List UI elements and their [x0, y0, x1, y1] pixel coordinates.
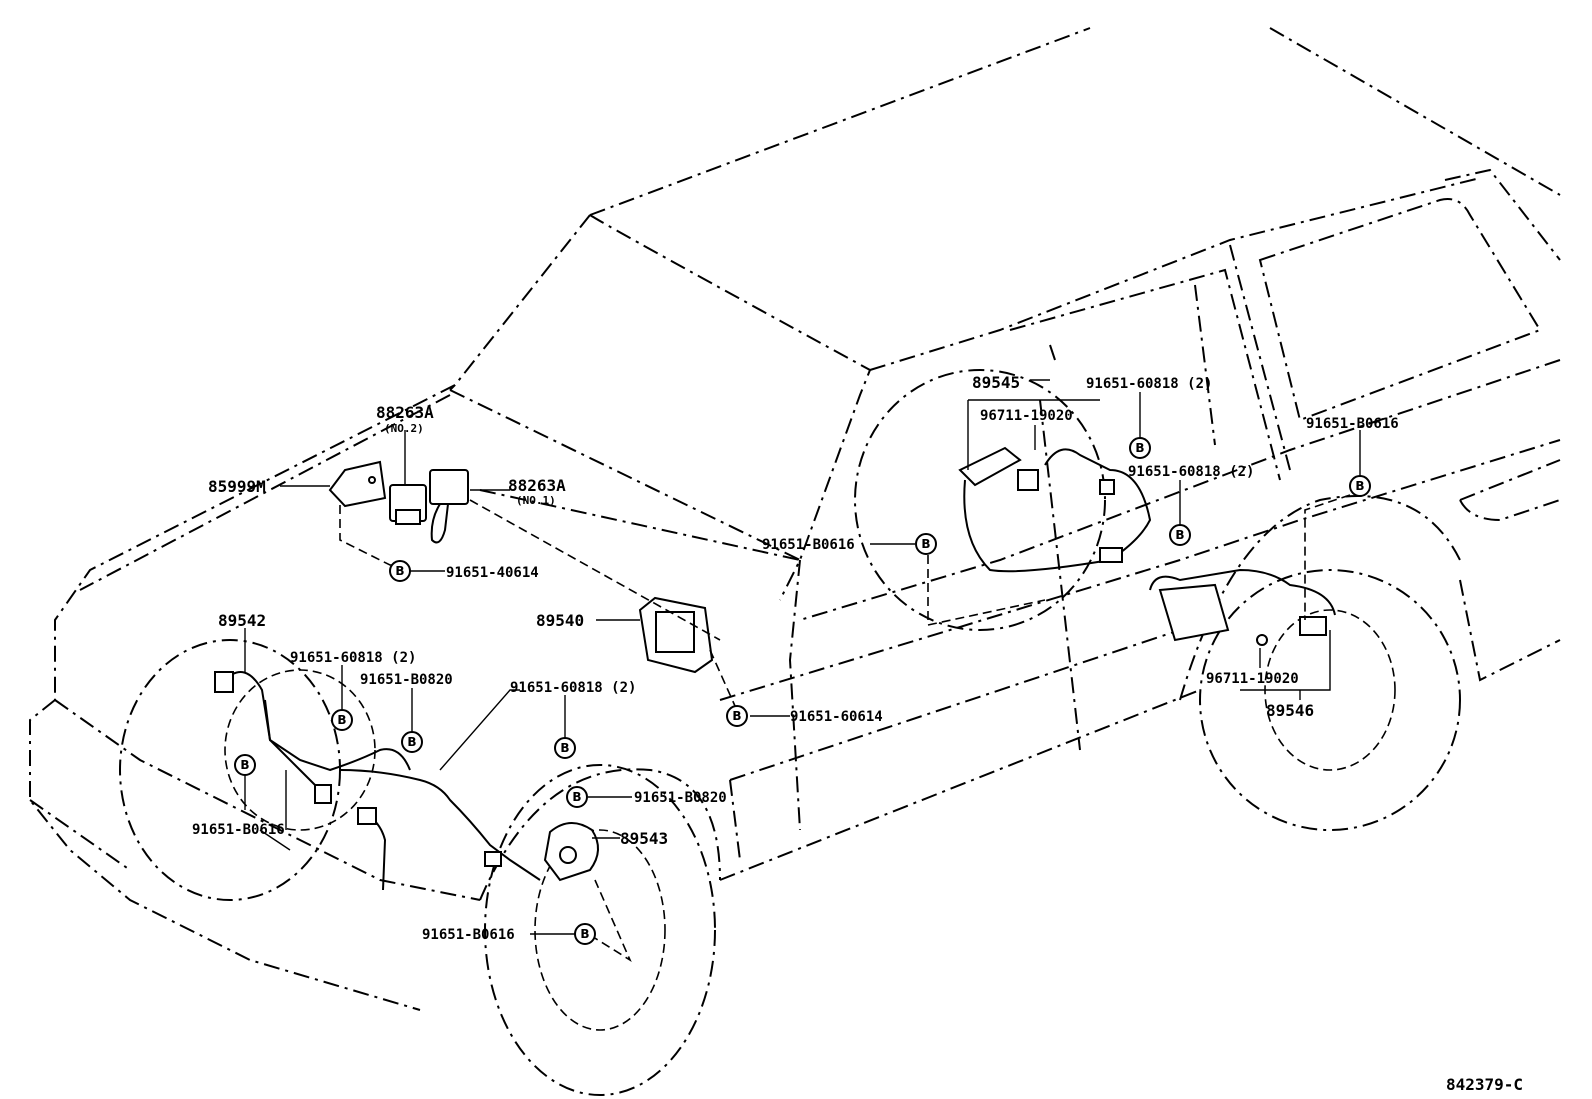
label-88263A-no1: 88263A [508, 476, 566, 495]
bolt-marker: B [1169, 524, 1191, 546]
label-89546: 89546 [1266, 701, 1314, 720]
bolt-marker: B [1349, 475, 1371, 497]
svg-text:B: B [240, 758, 249, 772]
label-89542: 89542 [218, 611, 266, 630]
label-88263A-no1-sub: (NO.1) [516, 494, 556, 507]
label-91651-B0616-rear: 91651-B0616 [1306, 416, 1399, 432]
svg-text:B: B [395, 564, 404, 578]
label-89543: 89543 [620, 829, 668, 848]
label-91651-60614: 91651-60614 [790, 709, 883, 725]
front-harness [339, 769, 541, 891]
label-89540: 89540 [536, 611, 584, 630]
bolt-marker: B [574, 923, 596, 945]
svg-text:B: B [337, 713, 346, 727]
svg-text:B: B [1175, 528, 1184, 542]
bolt-marker: B [389, 560, 411, 582]
front-right-speed-sensor-89543 [543, 822, 599, 882]
bolt-marker: B [234, 754, 256, 776]
bolt-marker: B [566, 786, 588, 808]
svg-text:B: B [560, 741, 569, 755]
label-89545: 89545 [972, 373, 1020, 392]
label-96711-19020-lower: 96711-19020 [1206, 671, 1299, 687]
abs-computer-89540 [638, 596, 714, 674]
bolt-marker: B [915, 533, 937, 555]
label-91651-60818-rear: 91651-60818 (2) [1128, 464, 1254, 480]
part-labels: 85999M 88263A (NO.2) 88263A (NO.1) 91651… [192, 373, 1523, 1094]
label-91651-B0616-middle: 91651-B0616 [762, 537, 855, 553]
svg-text:B: B [407, 735, 416, 749]
relay-88263A-no1 [429, 469, 469, 544]
label-91651-B0616-front-left: 91651-B0616 [192, 822, 285, 838]
front-left-speed-sensor-89542 [214, 671, 411, 804]
bolt-marker: B [1129, 437, 1151, 459]
diagram-number: 842379-C [1446, 1075, 1523, 1094]
svg-text:B: B [1135, 441, 1144, 455]
vehicle-outline [29, 27, 1561, 1096]
bolt-markers: B B B B B B B B B B B B [234, 437, 1371, 945]
label-96711-19020-upper: 96711-19020 [980, 408, 1073, 424]
svg-text:B: B [572, 790, 581, 804]
label-91651-60818-front: 91651-60818 (2) [290, 650, 416, 666]
label-91651-B0820-right: 91651-B0820 [634, 790, 727, 806]
label-88263A-no2: 88263A [376, 403, 434, 422]
rear-right-speed-sensor-89546 [1149, 568, 1336, 646]
bolt-marker: B [726, 705, 748, 727]
svg-text:B: B [732, 709, 741, 723]
label-91651-60818-upper: 91651-60818 (2) [1086, 376, 1212, 392]
rear-left-speed-sensor-89545 [958, 446, 1152, 573]
label-88263A-no2-sub: (NO.2) [384, 422, 424, 435]
svg-text:B: B [580, 927, 589, 941]
relay-88263A-no2 [389, 484, 427, 525]
leader-lines [244, 379, 1361, 963]
bolt-marker: B [554, 737, 576, 759]
svg-text:B: B [1355, 479, 1364, 493]
relay-bracket-85999M [328, 460, 387, 508]
svg-text:B: B [921, 537, 930, 551]
bolt-marker: B [401, 731, 423, 753]
bolt-marker: B [331, 709, 353, 731]
label-91651-40614: 91651-40614 [446, 565, 539, 581]
label-91651-B0820-front: 91651-B0820 [360, 672, 453, 688]
label-91651-60818-center: 91651-60818 (2) [510, 680, 636, 696]
label-91651-B0616-front-right: 91651-B0616 [422, 927, 515, 943]
label-85999M: 85999M [208, 477, 266, 496]
